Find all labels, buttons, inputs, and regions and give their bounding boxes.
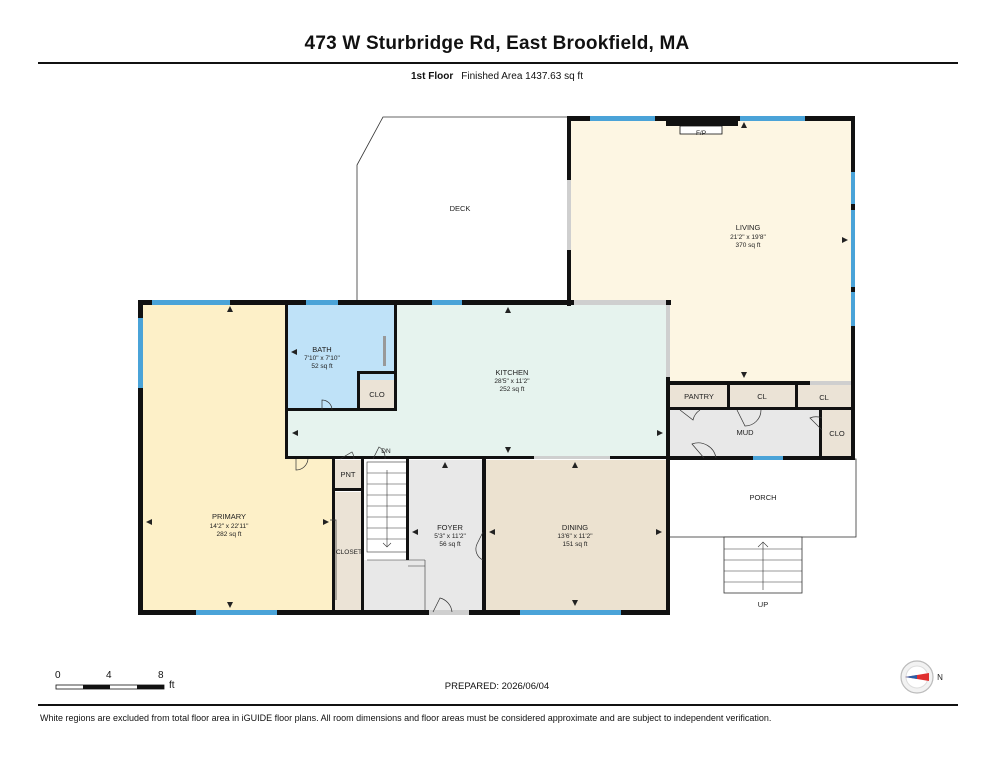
foyer-area: 56 sq ft (439, 541, 461, 548)
openings (429, 180, 851, 615)
clo-mud-room (821, 410, 852, 458)
fireplace (666, 121, 738, 126)
interior-walls (285, 303, 855, 612)
clo-bath-room (360, 380, 395, 410)
foyer-dims: 5'3" x 11'2" (434, 533, 466, 540)
footer-divider (38, 704, 958, 706)
pnt-label: PNT (341, 470, 356, 479)
compass-north-label: N (937, 673, 943, 682)
bath-fixture (383, 336, 386, 366)
porch-label: PORCH (749, 493, 776, 502)
foyer-lower-room (362, 560, 408, 612)
up-label: UP (758, 600, 768, 609)
scale-tick-0: 0 (55, 670, 61, 681)
pnt-room (334, 460, 362, 490)
fireplace-hearth (679, 125, 723, 135)
clo-bath-label: CLO (369, 390, 385, 399)
title-divider (38, 62, 958, 64)
living-label: LIVING (736, 223, 761, 232)
porch-area (668, 458, 857, 538)
footer-disclaimer: White regions are excluded from total fl… (40, 713, 772, 723)
deck-label: DECK (450, 204, 471, 213)
dimension-arrows (146, 122, 848, 608)
porch-step-lines (724, 541, 802, 590)
foyer-label: FOYER (437, 523, 463, 532)
stair-room (362, 460, 408, 560)
cl2-room (797, 383, 852, 408)
cl1-label: CL (757, 392, 767, 401)
pantry-room (669, 383, 729, 408)
prepared-date: PREPARED: 2026/06/04 (444, 681, 550, 692)
primary-dims: 14'2" x 22'11" (210, 523, 249, 530)
clo-mud-label: CLO (829, 429, 845, 438)
dining-label: DINING (562, 523, 588, 532)
mud-label: MUD (736, 428, 754, 437)
dn-label: DN (381, 448, 391, 455)
dining-area: 151 sq ft (563, 541, 588, 548)
primary-area: 282 sq ft (217, 531, 242, 538)
bath-label: BATH (312, 345, 331, 354)
primary-label: PRIMARY (212, 512, 246, 521)
cl2-label: CL (819, 393, 829, 402)
kitchen-room (287, 303, 668, 458)
dining-dims: 13'6" x 11'2" (557, 533, 593, 540)
kitchen-dims: 28'5" x 11'2" (494, 378, 530, 385)
door-swings (295, 399, 823, 613)
foyer-room (408, 460, 483, 612)
bath-area: 52 sq ft (311, 363, 333, 370)
dining-room (485, 460, 667, 612)
bath-dims: 7'10" x 7'10" (304, 355, 340, 362)
scale-unit: ft (169, 680, 175, 691)
scale-bar (55, 684, 165, 690)
kitchen-label: KITCHEN (496, 368, 529, 377)
mud-room (669, 410, 821, 458)
compass-icon (900, 660, 934, 694)
scale-tick-8: 8 (158, 670, 164, 681)
floor-name: 1st Floor (411, 71, 454, 82)
closet-room (334, 492, 362, 612)
floor-subtitle: 1st Floor Finished Area 1437.63 sq ft (0, 71, 994, 82)
windows (138, 116, 855, 615)
cl1-room (730, 383, 795, 408)
finished-area: Finished Area 1437.63 sq ft (461, 71, 583, 82)
pantry-label: PANTRY (684, 392, 714, 401)
living-area: 370 sq ft (736, 242, 761, 249)
kitchen-area: 252 sq ft (500, 386, 525, 393)
fireplace-label: F/P (696, 130, 706, 137)
closet-label: CLOSET (336, 549, 362, 556)
scale-tick-4: 4 (106, 670, 112, 681)
page-title: 473 W Sturbridge Rd, East Brookfield, MA (304, 33, 690, 54)
living-dims: 21'2" x 19'8" (730, 234, 766, 241)
